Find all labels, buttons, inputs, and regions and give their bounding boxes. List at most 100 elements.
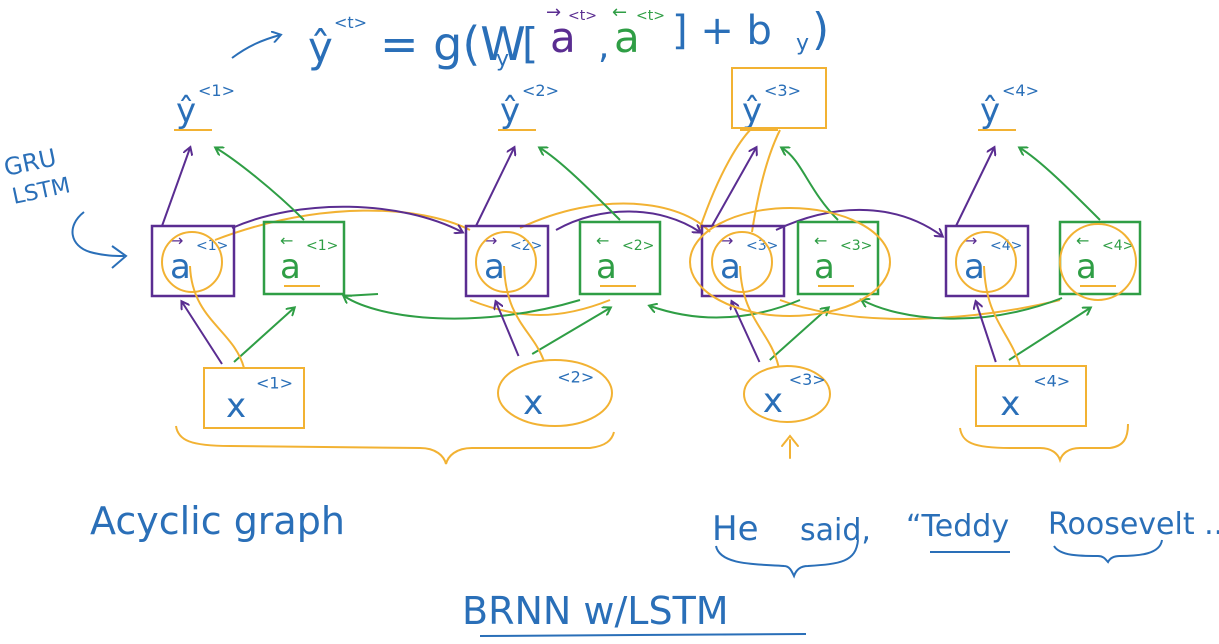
input-to-backward-arrow bbox=[769, 308, 828, 361]
timestep-3-highlight bbox=[689, 207, 891, 317]
input-to-forward-arrow bbox=[496, 302, 520, 357]
formula-a-bwd: a bbox=[614, 13, 640, 62]
formula-eq-g: = g(W bbox=[380, 17, 526, 71]
input-frame-2 bbox=[497, 359, 613, 427]
forward-cell-label: a bbox=[484, 247, 505, 287]
backward-cell-label: a bbox=[814, 247, 835, 287]
input-sup-2: <2> bbox=[557, 367, 594, 386]
backward-cell-4-highlight bbox=[1059, 223, 1137, 301]
input-to-forward-arrow bbox=[182, 302, 223, 365]
sentence-word-teddy: “Teddy bbox=[906, 509, 1009, 544]
forward-cell-highlight-2 bbox=[475, 231, 537, 293]
formula-a-fwd: a bbox=[550, 13, 576, 62]
backward-to-output-arrow bbox=[1020, 148, 1101, 221]
input-to-forward-arrow bbox=[976, 302, 997, 363]
forward-to-output-arrow bbox=[161, 148, 190, 227]
formula-y-hat: ŷ bbox=[308, 23, 333, 72]
formula-sub-y: y bbox=[496, 47, 509, 72]
formula: ŷ <t> = g(W y [ → a <t> , ← a <t> ] + b … bbox=[231, 2, 829, 72]
bwd-arrow-3-2 bbox=[650, 299, 801, 319]
backward-to-output-arrow bbox=[782, 148, 839, 221]
backward-cell-box-2 bbox=[578, 220, 662, 296]
gru-lstm-note: GRU LSTM bbox=[1, 143, 128, 269]
input-label-4: x bbox=[1000, 384, 1020, 424]
backward-cell-label: a bbox=[596, 247, 617, 287]
backward-chain bbox=[344, 293, 1063, 320]
input-sup-3: <3> bbox=[789, 370, 826, 389]
forward-cell-label: a bbox=[964, 247, 985, 287]
timestep-4: →a<4>←a<4>ŷ<4>x<4> bbox=[944, 81, 1142, 427]
formula-close-plus-b: ] + b bbox=[672, 8, 772, 54]
forward-to-output-arrow bbox=[711, 148, 756, 227]
formula-arrow-bwd: ← bbox=[612, 2, 627, 23]
timestep-1: →a<1>←a<1>ŷ<1>x<1> bbox=[150, 81, 346, 429]
output-sup-1: <1> bbox=[198, 81, 235, 100]
forward-cell-arrow: → bbox=[964, 231, 977, 250]
backward-cell-box-3 bbox=[796, 220, 880, 296]
input-label-2: x bbox=[523, 383, 543, 423]
input-to-cell-highlight bbox=[503, 265, 545, 361]
output-label-3: ŷ bbox=[742, 91, 762, 131]
forward-cell-box-4 bbox=[944, 224, 1030, 298]
sentence-word-he: He bbox=[712, 509, 758, 549]
input-frame-1 bbox=[203, 367, 305, 429]
timestep-columns: →a<1>←a<1>ŷ<1>x<1>→a<2>←a<2>ŷ<2>x<2>→a<3… bbox=[150, 67, 1142, 429]
title-underline bbox=[479, 633, 807, 637]
input-to-cell-highlight bbox=[739, 265, 780, 367]
bwd-arrow-4-3 bbox=[862, 297, 1063, 320]
sentence-word-roosevelt: Roosevelt ....” bbox=[1048, 507, 1219, 542]
formula-open-bracket: [ bbox=[522, 19, 538, 68]
forward-cell-label: a bbox=[720, 247, 741, 287]
side-note-arrow bbox=[111, 245, 128, 269]
formula-sup-t-bwd: <t> bbox=[636, 8, 665, 24]
formula-sub-y2: y bbox=[796, 31, 809, 56]
forward-cell-arrow: → bbox=[484, 231, 497, 250]
input-frame-4 bbox=[975, 365, 1087, 427]
formula-pointer-arrow bbox=[231, 35, 280, 59]
forward-to-output-arrow bbox=[955, 148, 994, 227]
backward-cell-sup: <1> bbox=[306, 238, 338, 254]
acyclic-brace bbox=[175, 423, 1129, 465]
backward-cell-label: a bbox=[280, 247, 301, 287]
formula-sup-t: <t> bbox=[334, 13, 367, 32]
forward-cell-highlight-3 bbox=[711, 231, 773, 293]
input-to-cell-highlight bbox=[983, 265, 1021, 367]
forward-cell-arrow: → bbox=[170, 231, 183, 250]
timestep-2: →a<2>←a<2>ŷ<2>x<2> bbox=[464, 81, 662, 427]
input-to-backward-arrow bbox=[531, 308, 610, 355]
acyclic-graph-label: Acyclic graph bbox=[90, 499, 345, 543]
formula-arrow-fwd: → bbox=[546, 2, 561, 23]
he-said-brace bbox=[715, 539, 859, 579]
forward-cell-box-3 bbox=[700, 224, 786, 298]
diagram-title: BRNN w/LSTM bbox=[462, 589, 729, 633]
timestep-3: →a<3>←a<3>ŷ<3>x<3> bbox=[700, 67, 880, 423]
input-sup-1: <1> bbox=[256, 373, 293, 392]
roosevelt-brace bbox=[1053, 539, 1163, 564]
orange-connections bbox=[214, 127, 1061, 320]
forward-cell-box-1 bbox=[150, 224, 236, 298]
forward-cell-box-2 bbox=[464, 224, 550, 298]
bwd-arrow-2-1 bbox=[344, 296, 581, 320]
formula-close-paren: ) bbox=[812, 4, 829, 55]
backward-cell-box-4 bbox=[1058, 220, 1142, 296]
backward-to-output-arrow bbox=[540, 148, 621, 221]
output-sup-2: <2> bbox=[522, 81, 559, 100]
sentence-word-said: said, bbox=[800, 513, 871, 548]
formula-comma: , bbox=[598, 26, 609, 67]
output-label-1: ŷ bbox=[176, 91, 196, 131]
input-to-forward-arrow bbox=[732, 302, 761, 363]
output-sup-3: <3> bbox=[764, 81, 801, 100]
input-frame-3 bbox=[743, 365, 831, 423]
forward-cell-highlight-1 bbox=[161, 231, 223, 293]
forward-cell-label: a bbox=[170, 247, 191, 287]
input-to-backward-arrow bbox=[1008, 308, 1090, 361]
input-to-backward-arrow bbox=[233, 308, 294, 363]
backward-cell-box-1 bbox=[262, 220, 346, 296]
backward-cell-arrow: ← bbox=[1076, 231, 1089, 250]
forward-cell-highlight-4 bbox=[955, 231, 1017, 293]
backward-to-output-arrow bbox=[216, 148, 305, 221]
input-to-cell-highlight bbox=[189, 265, 245, 369]
output-sup-4: <4> bbox=[1002, 81, 1039, 100]
output-label-4: ŷ bbox=[980, 91, 1000, 131]
